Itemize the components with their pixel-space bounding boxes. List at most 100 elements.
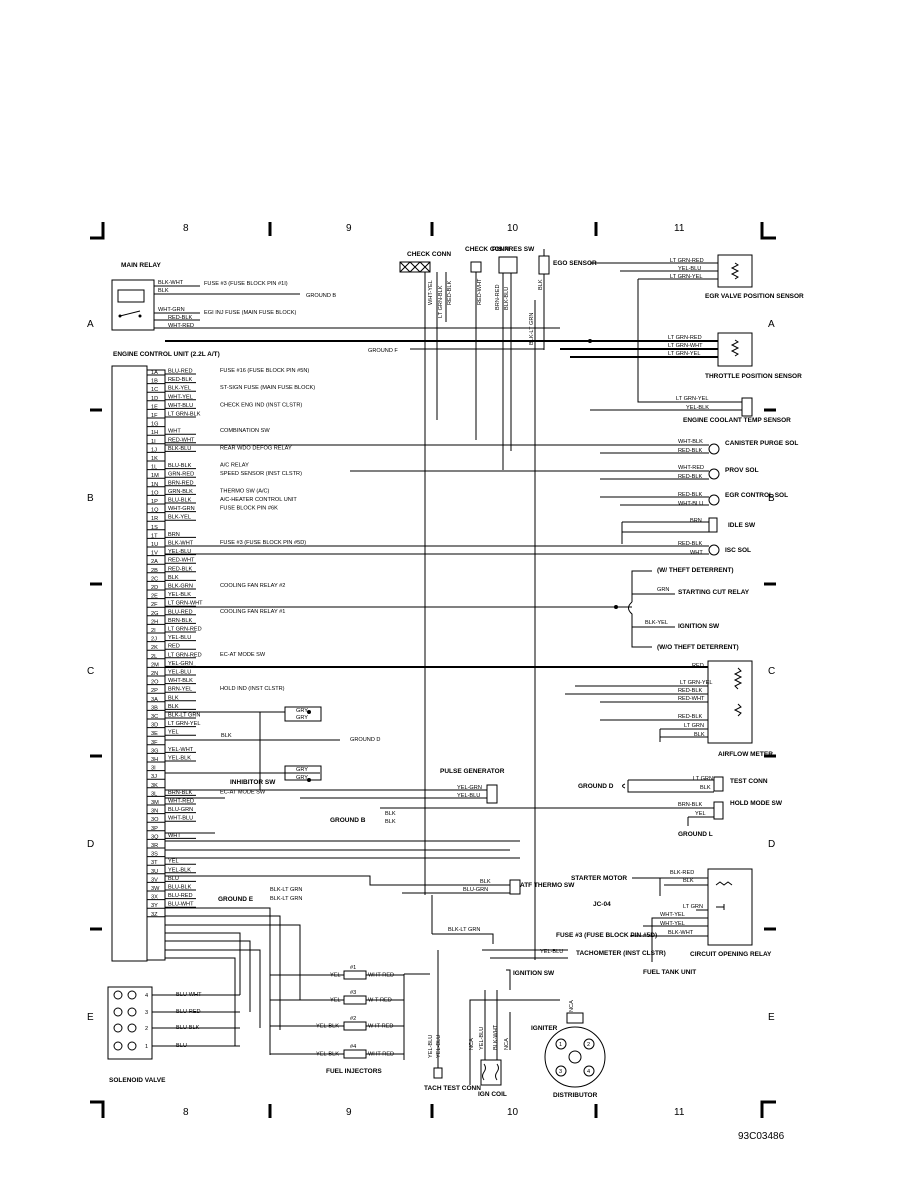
ecu-pin-dest: COOLING FAN RELAY #2 — [220, 583, 285, 589]
row-label-c-right: C — [768, 666, 775, 677]
ecu-pin-label: 3W — [151, 886, 160, 892]
ecu-pin-wire: BLU-BLK — [168, 885, 192, 891]
ego-sensor-label: EGO SENSOR — [553, 260, 597, 267]
canister-wire-1: WHT-BLK — [678, 439, 703, 445]
gry-2: GRY — [296, 715, 308, 721]
ecu-pin-label: 2J — [151, 637, 157, 643]
theft-wire-blkyel: BLK-YEL — [645, 620, 668, 626]
distributor-title: DISTRIBUTOR — [553, 1092, 598, 1099]
af-wire-7: BLK — [694, 732, 705, 738]
ecu-pin-dest: COOLING FAN RELAY #1 — [220, 609, 285, 615]
relay-fuse3: FUSE #3 (FUSE BLOCK PIN #1I) — [204, 281, 288, 287]
theft-wire-grn: GRN — [657, 587, 669, 593]
ecu-pin-wire: BLU-RED — [168, 609, 193, 615]
ecu-pin-label: 1R — [151, 516, 158, 522]
ecu-pin-label: 1G — [151, 422, 158, 428]
ecu-pin-label: 2D — [151, 585, 158, 591]
solenoid-coil — [113, 990, 123, 1000]
coil-wire-2: YEL-BLU — [479, 1027, 485, 1050]
ecu-pin-wire: GRN-RED — [168, 472, 194, 478]
ecu-pin-wire: BLK-WHT — [168, 541, 194, 547]
relay-wire-3: WHT-GRN — [158, 307, 185, 313]
theft-ignition: IGNITION SW — [678, 623, 720, 630]
solenoid-title: SOLENOID VALVE — [109, 1077, 166, 1084]
vw-wht-yel: WHT-YEL — [428, 280, 434, 305]
col-label-11-top: 11 — [674, 223, 685, 234]
idle-sw — [708, 517, 718, 533]
ecu-pin-dest: FUSE #3 (FUSE BLOCK PIN #5D) — [220, 540, 306, 546]
solenoid-coil — [113, 1041, 123, 1051]
ecu-pin-wire: YEL-BLK — [168, 592, 191, 598]
ecu-pin-dest: CHECK ENG IND (INST CLSTR) — [220, 402, 302, 408]
ecu-pin-wire: RED-BLK — [168, 377, 193, 383]
dist-wire: NCA — [569, 1000, 575, 1012]
ecu-pin-label: 1E — [151, 404, 158, 410]
vw-blk: BLK — [538, 279, 544, 290]
ecu-pin-wire: BRN-BLK — [168, 618, 193, 624]
ecu-pin-label: 2B — [151, 568, 158, 574]
injector-number: #2 — [350, 1016, 356, 1022]
gry-4: GRY — [296, 775, 308, 781]
af-wire-6: LT GRN — [684, 723, 704, 729]
relay-wire-5: WHT-RED — [168, 323, 194, 329]
test-title: TEST CONN — [730, 778, 768, 785]
ecu-title: ENGINE CONTROL UNIT (2.2L A/T) — [113, 351, 220, 358]
ecu-pin-label: 3S — [151, 852, 158, 858]
row-label-b-left: B — [87, 493, 94, 504]
ecu-pin-label: 2E — [151, 594, 158, 600]
ecu-pin-wire: RED — [168, 644, 180, 650]
ecu-pin-wire: BLU — [168, 876, 179, 882]
ecu-pin-wire: BRN — [168, 532, 180, 538]
cor-jc: JC-04 — [593, 901, 611, 908]
cor-wire-4: WHT-YEL — [660, 912, 685, 918]
ecu-pin-wire: BLK — [168, 695, 179, 701]
col-label-10-bottom: 10 — [507, 1107, 519, 1118]
tach-wire-1: YEL-BLU — [428, 1035, 434, 1058]
ecu-pin-wire: BLU-GRN — [168, 807, 193, 813]
idle-wire-1: BRN — [690, 518, 702, 524]
ecu-pin-label: 1H — [151, 430, 158, 436]
canister-sol — [708, 443, 720, 455]
blk-gb-2: BLK — [385, 819, 396, 825]
col-label-9-top: 9 — [346, 223, 352, 234]
col-label-11-bottom: 11 — [674, 1107, 685, 1118]
ecu-pin-wire: BLK-GRN — [168, 584, 193, 590]
pulse-gen-title: PULSE GENERATOR — [440, 768, 505, 775]
solenoid-coil — [127, 1007, 137, 1017]
blk-label-3a: BLK — [221, 733, 232, 739]
throttle-title: THROTTLE POSITION SENSOR — [705, 373, 802, 380]
ecu-pin-dest: ST-SIGN FUSE (MAIN FUSE BLOCK) — [220, 385, 315, 391]
ecu-pin-wire: WHT-BLU — [168, 403, 193, 409]
airflow-title: AIRFLOW METER — [718, 751, 773, 758]
ecu-pin-dest: HOLD IND (INST CLSTR) — [220, 686, 285, 692]
ecu-pin-label: 1S — [151, 525, 158, 531]
ecu-pin-label: 1Q — [151, 508, 159, 514]
theft-starting-cut: STARTING CUT RELAY — [678, 589, 750, 596]
distributor-terminal-number: 1 — [559, 1042, 562, 1048]
egr-wire-1: LT GRN-RED — [670, 258, 704, 264]
ecu-pin-label: 3Z — [151, 912, 158, 918]
test-conn — [713, 776, 724, 792]
isc-title: ISC SOL — [725, 547, 751, 554]
test-ground-d: GROUND D — [578, 783, 614, 790]
solenoid-coil — [113, 1007, 123, 1017]
ecu-pin-strip — [146, 369, 166, 961]
ecu-pin-label: 3C — [151, 714, 158, 720]
row-label-e-left: E — [87, 1012, 94, 1023]
cor-fuse: FUSE #3 (FUSE BLOCK PIN #5D) — [556, 932, 657, 939]
igniter-label: IGNITER — [531, 1025, 558, 1032]
ecu-pin-label: 3X — [151, 895, 158, 901]
airflow-meter — [707, 660, 753, 744]
test-wire-2: BLK — [700, 785, 711, 791]
theft-without: (W/O THEFT DETERRENT) — [657, 644, 739, 651]
pg-wire-1: YEL-GRN — [457, 785, 482, 791]
ecu-pin-wire: YEL-BLK — [168, 867, 191, 873]
distributor-terminal — [583, 1065, 595, 1077]
ecu-pin-wire: WHT — [168, 429, 181, 435]
cor-wire-2: BLK — [683, 878, 694, 884]
solenoid-coil — [127, 990, 137, 1000]
coolant-wire-2: YEL-BLK — [686, 405, 709, 411]
ecu-pin-label: 2N — [151, 671, 158, 677]
